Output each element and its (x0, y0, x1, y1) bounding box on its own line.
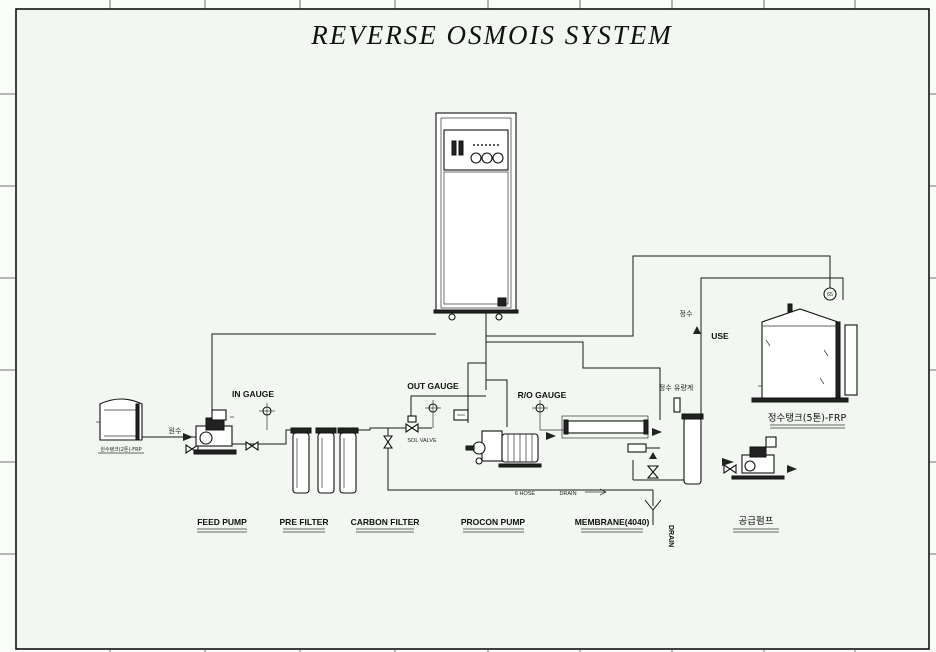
procon-flow-arrow-icon (546, 432, 556, 440)
drain-symbol (644, 490, 662, 525)
pre-filter-housings (290, 427, 337, 494)
flow-arrow-icon (183, 433, 193, 441)
product-line (700, 277, 844, 418)
in-gauge-icon (259, 403, 275, 430)
supply-pump-label: 공급펌프 (739, 515, 774, 527)
procon-pump-label: PROCON PUMP (461, 517, 526, 527)
membrane-label: MEMBRANE(4040) (575, 517, 650, 527)
membrane-housing (540, 415, 649, 439)
reject-flowmeter (627, 443, 690, 481)
bypass-line (387, 428, 653, 491)
sol-valve-icon (405, 415, 419, 434)
raw-water-tank-label: 원수탱크(2톤)-FRP (100, 446, 141, 453)
drain-small-label: DRAIN (559, 491, 576, 497)
sensor-tag-label: 65 (827, 292, 833, 298)
pure-water-label: 정수 (680, 309, 693, 318)
ro-gauge-label: R/O GAUGE (518, 390, 567, 400)
feed-pump-icon (193, 409, 259, 455)
flow-meter-label: 정수 유량계 (659, 383, 693, 392)
drain-label: DRAIN (667, 525, 674, 547)
raw-water-label: 원수 (169, 426, 182, 435)
out-gauge-label: OUT GAUGE (407, 381, 459, 391)
in-gauge-label: IN GAUGE (232, 389, 274, 399)
sol-valve-label: SOL VALVE (407, 438, 437, 444)
hose-label: 6 HOSE (515, 491, 536, 497)
control-cabinet (433, 112, 519, 321)
pure-water-tank-label: 정수탱크(5톤)-FRP (768, 413, 847, 424)
supply-in-arrow-icon (722, 458, 734, 466)
diagram-title: REVERSE OSMOIS SYSTEM (310, 20, 672, 50)
use-arrow-icon (693, 326, 701, 334)
raw-water-tank (96, 398, 143, 441)
feed-pump-label: FEED PUMP (197, 517, 247, 527)
bypass-valve-icon (382, 435, 394, 449)
membrane-out-arrow-icon (652, 428, 662, 436)
supply-out-arrow-icon (787, 465, 797, 473)
control-wiring (211, 255, 831, 427)
carbon-filter-housing (337, 427, 359, 494)
supply-pump-icon (723, 436, 785, 480)
use-label: USE (711, 331, 729, 341)
pure-water-tank (751, 303, 858, 403)
level-sensor-tag (823, 287, 837, 301)
drain-arrow-icon (585, 488, 607, 496)
pre-filter-label: PRE FILTER (280, 517, 329, 527)
out-gauge-icon (410, 395, 486, 428)
ro-gauge-icon (532, 400, 548, 430)
component-labels: FEED PUMP PRE FILTER CARBON FILTER PROCO… (197, 515, 779, 533)
post-filter (673, 397, 704, 485)
carbon-filter-label: CARBON FILTER (351, 517, 420, 527)
procon-pump-icon (465, 430, 542, 468)
